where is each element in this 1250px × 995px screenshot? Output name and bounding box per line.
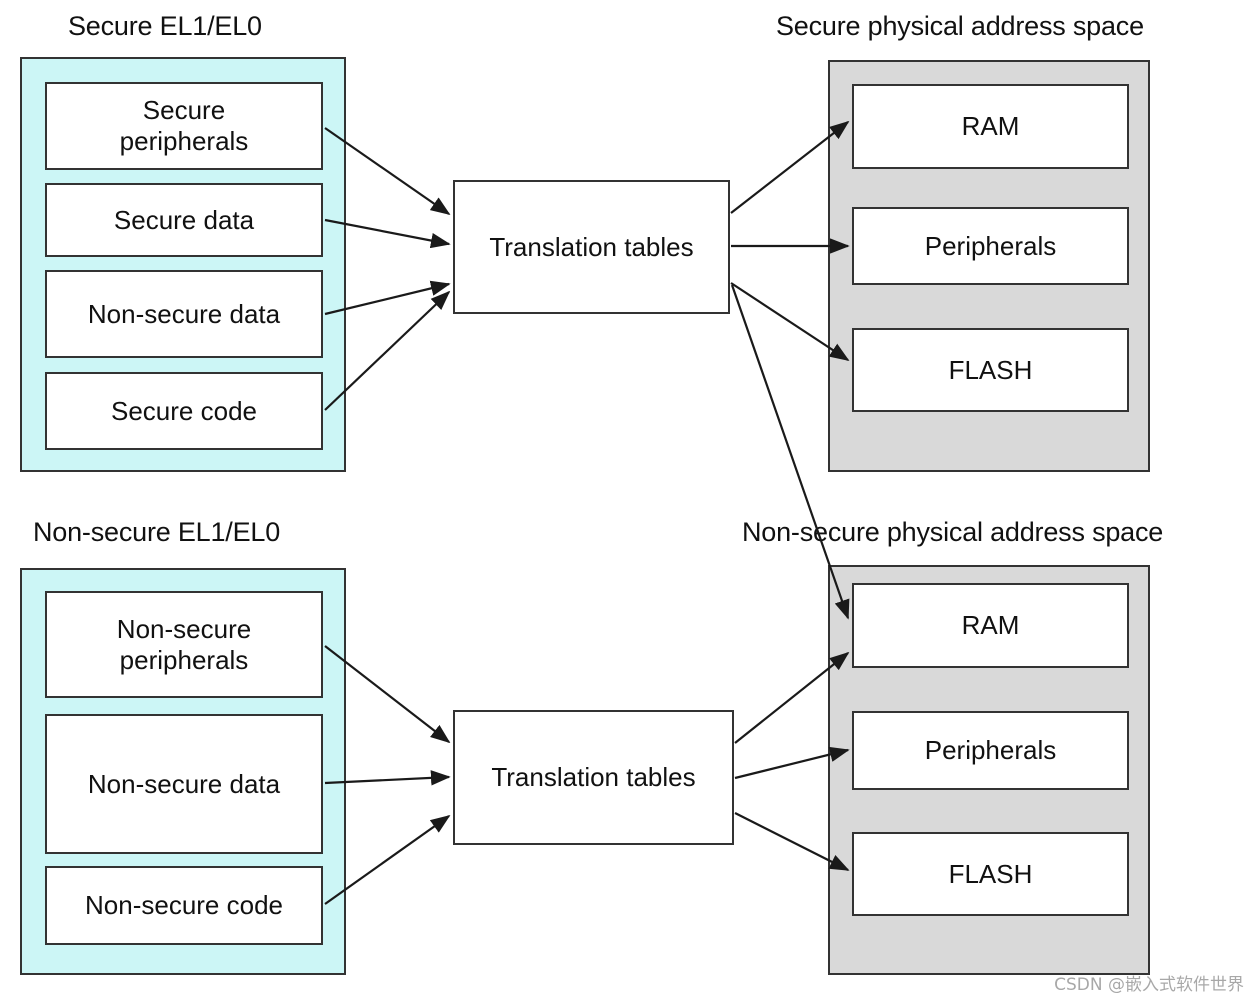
box-nonsecure-phys-flash[interactable]: FLASH — [852, 832, 1129, 916]
box-nonsecure-phys-peripherals[interactable]: Peripherals — [852, 711, 1129, 790]
csdn-watermark: CSDN @嵌入式软件世界 — [1054, 975, 1244, 995]
box-nonsecure-peripherals[interactable]: Non-secure peripherals — [45, 591, 323, 698]
box-secure-data[interactable]: Secure data — [45, 183, 323, 257]
title-nonsecure-world: Non-secure EL1/EL0 — [33, 517, 281, 547]
box-secure-phys-ram[interactable]: RAM — [852, 84, 1129, 169]
box-secure-code[interactable]: Secure code — [45, 372, 323, 450]
title-secure-physical-address-space: Secure physical address space — [776, 11, 1144, 41]
title-nonsecure-physical-address-space: Non-secure physical address space — [742, 517, 1164, 547]
box-nonsecure-code[interactable]: Non-secure code — [45, 866, 323, 945]
box-secure-phys-flash[interactable]: FLASH — [852, 328, 1129, 412]
box-translation-tables-nonsecure[interactable]: Translation tables — [453, 710, 734, 845]
box-secure-phys-peripherals[interactable]: Peripherals — [852, 207, 1129, 285]
box-nonsecure-data[interactable]: Non-secure data — [45, 714, 323, 854]
box-secure-peripherals[interactable]: Secure peripherals — [45, 82, 323, 170]
box-nonsecure-data-secure-world[interactable]: Non-secure data — [45, 270, 323, 358]
box-nonsecure-phys-ram[interactable]: RAM — [852, 583, 1129, 668]
title-secure-world: Secure EL1/EL0 — [68, 11, 262, 41]
box-translation-tables-secure[interactable]: Translation tables — [453, 180, 730, 314]
